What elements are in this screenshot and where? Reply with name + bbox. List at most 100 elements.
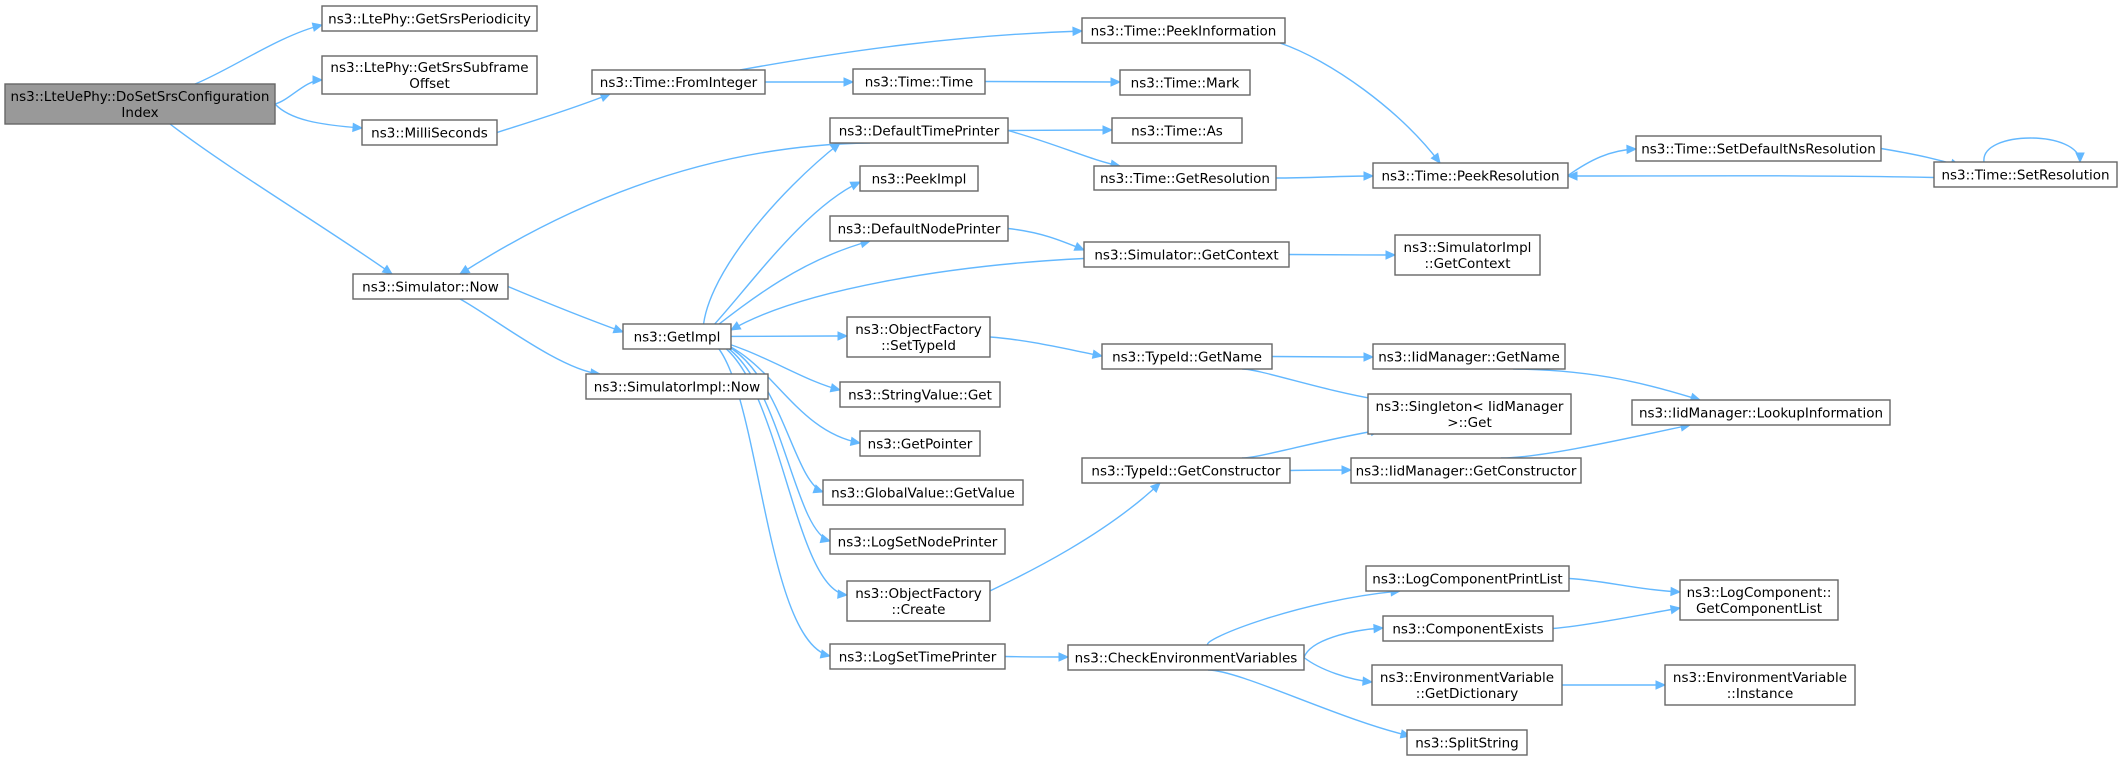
node-box [829,117,1009,144]
call-edge [1303,627,1384,658]
node-component-exists[interactable]: ns3::ComponentExists [1382,615,1554,642]
node-set-resolution[interactable]: ns3::Time::SetResolution [1933,161,2118,188]
node-box [585,373,769,400]
node-peek-impl[interactable]: ns3::PeekImpl [859,165,979,192]
node-label: ns3::DefaultNodePrinter [838,222,1001,238]
node-get-component-list[interactable]: ns3::LogComponent::GetComponentList [1679,579,1839,621]
node-label: ns3::SimulatorImpl [1404,240,1532,256]
node-box [1101,343,1273,370]
node-time-time[interactable]: ns3::Time::Time [852,68,986,95]
node-label: ns3::LtePhy::GetSrsSubframe [330,60,528,76]
arrowhead [1110,77,1122,87]
node-box [859,165,979,192]
node-box [1081,457,1291,484]
node-get-srs-periodicity[interactable]: ns3::LtePhy::GetSrsPeriodicity [321,5,538,32]
node-of-create[interactable]: ns3::ObjectFactory::Create [846,580,991,622]
node-sim-impl-get-context[interactable]: ns3::SimulatorImpl::GetContext [1394,234,1541,276]
node-sim-now[interactable]: ns3::Simulator::Now [352,273,509,300]
call-edge [739,30,1083,71]
node-type-id-get-name[interactable]: ns3::TypeId::GetName [1101,343,1273,370]
node-label: ns3::Time::Mark [1131,76,1240,92]
node-peek-information[interactable]: ns3::Time::PeekInformation [1081,17,1286,44]
node-label: ns3::EnvironmentVariable [1380,670,1554,686]
arrowhead [352,122,364,133]
node-box [846,580,991,622]
node-global-value-get-value[interactable]: ns3::GlobalValue::GetValue [822,479,1024,506]
call-edge [1241,429,1381,459]
call-edge [1500,424,1691,459]
node-label: Index [121,105,158,121]
node-box [1083,241,1290,268]
node-label: ns3::Time::As [1131,124,1223,140]
node-time-as[interactable]: ns3::Time::As [1111,117,1243,144]
arrowhead [1363,352,1375,362]
node-label: ns3::Time::SetResolution [1941,168,2109,184]
call-edge [702,335,848,596]
node-root[interactable]: ns3::LteUePhy::DoSetSrsConfigurationInde… [4,83,276,125]
node-label: ns3::Time::PeekInformation [1091,24,1277,40]
node-box [1350,457,1582,484]
node-box [1111,117,1243,144]
call-edge [1207,590,1401,646]
node-box [1664,664,1856,706]
node-sim-get-context[interactable]: ns3::Simulator::GetContext [1083,241,1290,268]
node-sim-impl-now[interactable]: ns3::SimulatorImpl::Now [585,373,769,400]
node-box [1067,644,1305,671]
call-edge [1241,368,1381,401]
node-get-impl[interactable]: ns3::GetImpl [622,323,732,350]
node-label: ns3::ObjectFactory [855,586,982,602]
node-log-set-time-printer[interactable]: ns3::LogSetTimePrinter [829,643,1006,670]
node-box [822,479,1024,506]
node-time-mark[interactable]: ns3::Time::Mark [1119,69,1251,96]
node-label: ns3::LteUePhy::DoSetSrsConfiguration [11,89,270,105]
node-get-resolution[interactable]: ns3::Time::GetResolution [1093,165,1277,191]
node-env-instance[interactable]: ns3::EnvironmentVariable::Instance [1664,664,1856,706]
call-edge [1288,253,1396,256]
node-box [829,643,1006,670]
call-edge [1983,137,2081,163]
node-set-default-ns-resolution[interactable]: ns3::Time::SetDefaultNsResolution [1635,135,1882,162]
node-label: ns3::TypeId::GetName [1112,350,1262,366]
node-box [1679,579,1839,621]
call-edge [274,103,363,129]
node-lookup-information[interactable]: ns3::IidManager::LookupInformation [1631,399,1891,426]
node-log-component-print-list[interactable]: ns3::LogComponentPrintList [1365,565,1570,592]
node-box [839,381,1001,408]
node-get-pointer[interactable]: ns3::GetPointer [859,430,981,457]
node-label: ns3::IidManager::GetConstructor [1356,464,1577,480]
arrowhead [311,22,324,32]
node-check-env-vars[interactable]: ns3::CheckEnvironmentVariables [1067,644,1305,671]
node-iid-get-constructor[interactable]: ns3::IidManager::GetConstructor [1350,457,1582,484]
node-type-id-get-constructor[interactable]: ns3::TypeId::GetConstructor [1081,457,1291,484]
node-peek-resolution[interactable]: ns3::Time::PeekResolution [1372,162,1569,189]
node-box [321,55,538,95]
node-of-set-type-id[interactable]: ns3::ObjectFactory::SetTypeId [846,316,991,358]
node-singleton-get[interactable]: ns3::Singleton< IidManager>::Get [1367,393,1572,435]
node-milli-seconds[interactable]: ns3::MilliSeconds [361,119,498,146]
node-label: ns3::Simulator::Now [362,280,499,296]
call-edge [1552,607,1681,630]
arrowhead [312,75,324,85]
node-box [1631,399,1891,426]
node-box [852,68,986,95]
arrowhead [849,436,862,446]
node-from-integer[interactable]: ns3::Time::FromInteger [591,69,766,95]
node-default-node-printer[interactable]: ns3::DefaultNodePrinter [829,215,1009,242]
node-env-get-dictionary[interactable]: ns3::EnvironmentVariable::GetDictionary [1371,664,1563,706]
node-string-value-get[interactable]: ns3::StringValue::Get [839,381,1001,408]
arrowhead [1072,26,1084,37]
arrowhead [1058,652,1070,662]
node-default-time-printer[interactable]: ns3::DefaultTimePrinter [829,117,1009,144]
arrowhead [599,93,612,102]
node-box [859,430,981,457]
node-label: ns3::GetPointer [868,437,973,453]
call-edge [459,298,601,375]
node-split-string[interactable]: ns3::SplitString [1406,729,1528,756]
node-box [321,5,538,32]
arrowhead [1566,171,1578,181]
node-box [1394,234,1541,276]
node-log-set-node-printer[interactable]: ns3::LogSetNodePrinter [829,528,1006,555]
call-edge [1279,42,1441,164]
node-iid-get-name[interactable]: ns3::IidManager::GetName [1372,343,1566,370]
